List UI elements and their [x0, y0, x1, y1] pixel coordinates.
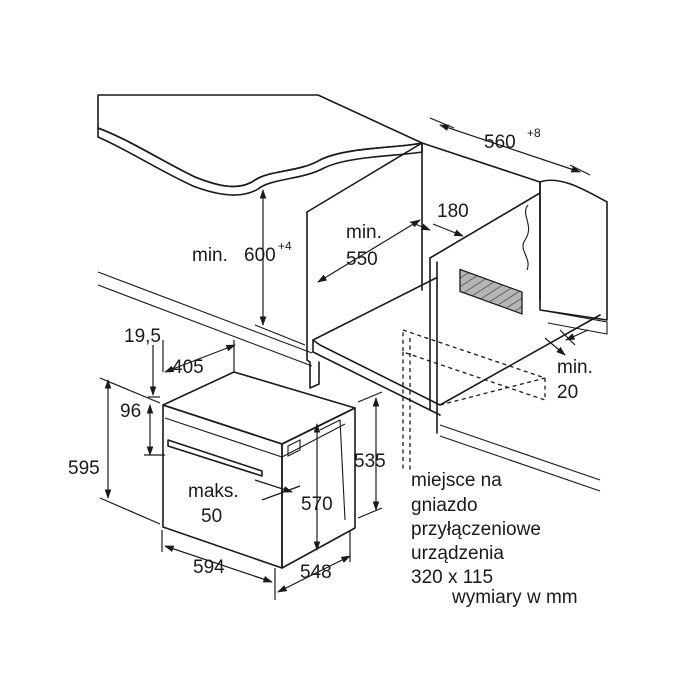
oven-top	[162, 371, 356, 445]
socket-area-dashed	[402, 329, 546, 470]
label-max-gap-line2: 50	[201, 506, 222, 527]
label-body-depth: 548	[300, 562, 332, 583]
floor-lines	[97, 271, 601, 492]
socket-note-line1: miejsce na	[411, 470, 502, 491]
oven-side	[281, 407, 356, 569]
socket-note: miejsce na gniazdo przyłączeniowe urządz…	[411, 470, 541, 588]
dim-total-width	[161, 530, 276, 600]
countertop-right	[539, 179, 608, 335]
dim-body-depth	[277, 530, 351, 593]
label-total-height: 595	[68, 458, 100, 479]
label-min-height: 600	[244, 245, 276, 266]
dim-min-height	[254, 189, 306, 346]
dim-total-height	[99, 377, 161, 525]
socket-note-line5: 320 x 115	[411, 567, 493, 588]
label-min-height-tol: +4	[278, 239, 292, 253]
label-min-depth-line1: min.	[346, 222, 382, 243]
label-door-offset: 19,5	[124, 326, 161, 347]
oven-control-panel-line	[164, 417, 346, 458]
countertop-right-surface	[539, 179, 608, 321]
oven-knob-recess	[287, 439, 301, 457]
ventilation-opening	[459, 268, 523, 315]
label-niche-width-tol: +8	[527, 126, 541, 140]
cabinet-bottom-shelf	[312, 314, 601, 416]
dim-min-depth	[317, 219, 421, 283]
dim-panel-height	[144, 404, 165, 456]
dim-front-gap	[544, 329, 589, 356]
label-min-height-prefix: min.	[192, 245, 228, 266]
socket-note-line4: urządzenia	[411, 543, 504, 564]
label-door-depth: 405	[172, 357, 204, 378]
label-niche-width: 560	[484, 132, 516, 153]
dim-door-depth	[164, 340, 236, 373]
label-front-gap-line1: min.	[557, 357, 593, 378]
label-max-gap-line1: maks.	[188, 481, 239, 502]
dim-vent	[409, 221, 464, 237]
cabinet-left-panel	[306, 142, 437, 389]
label-panel-height: 96	[120, 401, 141, 422]
oven-door-handle	[167, 439, 263, 477]
label-body-height-rear: 535	[354, 451, 386, 472]
socket-note-line3: przyłączeniowe	[411, 519, 541, 540]
label-body-height: 570	[301, 494, 333, 515]
units-note: wymiary w mm	[451, 587, 578, 608]
label-front-gap-line2: 20	[557, 382, 578, 403]
cabinet-back-frame	[421, 142, 541, 434]
label-min-depth-line2: 550	[346, 249, 378, 270]
countertop-front-edge	[97, 127, 423, 196]
dim-door-offset	[148, 340, 164, 398]
socket-note-line2: gniazdo	[411, 495, 478, 516]
dim-max-gap	[254, 479, 301, 501]
dim-body-height-rear	[357, 391, 383, 519]
cabinet-break-line	[522, 204, 530, 271]
dim-niche-width	[429, 117, 591, 176]
oven-body-depth	[319, 419, 346, 521]
countertop	[97, 94, 423, 196]
oven	[162, 371, 356, 569]
label-total-width: 594	[193, 557, 225, 578]
label-vent-depth: 180	[437, 201, 469, 222]
